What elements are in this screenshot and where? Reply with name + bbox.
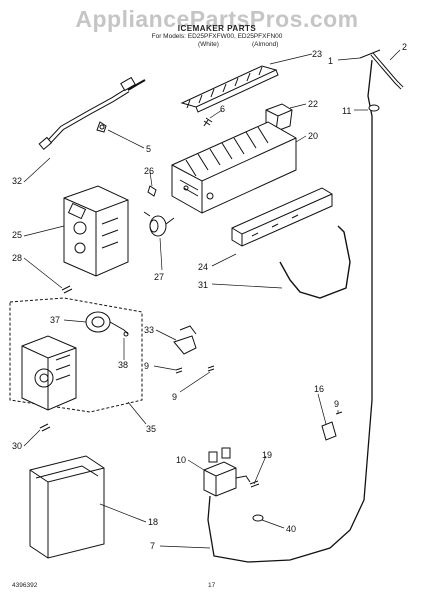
callout-22: 22 [308, 99, 318, 109]
part-number: 4396392 [12, 582, 38, 589]
shutoff-arm [279, 225, 351, 299]
callout-11: 11 [342, 106, 351, 116]
screw [249, 480, 264, 522]
callout-32: 32 [12, 176, 22, 186]
screw [39, 423, 51, 432]
callout-5: 5 [146, 144, 151, 154]
callout-38: 38 [118, 360, 128, 370]
control-module [21, 335, 77, 411]
callout-24: 24 [198, 262, 208, 272]
color-label-almond: (Almond) [252, 41, 279, 48]
color-label-white: (White) [198, 41, 219, 48]
callout-10: 10 [176, 455, 186, 465]
screw [61, 285, 73, 294]
page-number: 17 [208, 582, 216, 589]
ice-stripper-comb [180, 65, 279, 113]
wire-harness [38, 76, 146, 150]
callout-2: 2 [402, 42, 407, 52]
callout-19: 19 [262, 450, 272, 460]
icemaker-mold [171, 121, 297, 214]
callout-18: 18 [148, 517, 158, 527]
callout-9-c: 9 [334, 399, 339, 409]
callout-35: 35 [146, 424, 156, 434]
sensor-bracket [173, 325, 197, 355]
callout-9-a: 9 [144, 361, 149, 371]
callout-31: 31 [198, 280, 208, 290]
callout-37: 37 [50, 315, 60, 325]
callout-25: 25 [12, 230, 22, 240]
callout-40: 40 [286, 524, 296, 534]
callout-1: 1 [328, 56, 333, 66]
valve-bracket [321, 411, 343, 441]
timing-motor [85, 311, 129, 337]
module-assembly-box [9, 297, 143, 413]
drive-motor [143, 211, 175, 237]
callout-6: 6 [220, 104, 225, 114]
callout-numbers: 1 2 23 6 22 11 5 20 32 26 25 27 24 28 31… [12, 42, 407, 551]
callout-9-b: 9 [172, 392, 177, 402]
diagram-title: ICEMAKER PARTS [177, 24, 257, 33]
screw [175, 365, 215, 374]
water-valve [203, 447, 251, 497]
mounting-screw [147, 185, 157, 197]
callout-30: 30 [12, 441, 22, 451]
callout-7: 7 [150, 541, 155, 551]
callout-28: 28 [12, 253, 22, 263]
fill-tube [207, 49, 404, 563]
watermark: AppliancePartsPros.com [75, 6, 359, 32]
callout-16: 16 [314, 384, 324, 394]
callout-20: 20 [308, 131, 318, 141]
screw [203, 117, 213, 127]
icemaker-front-cover [63, 185, 129, 277]
callout-33: 33 [144, 325, 154, 335]
callout-26: 26 [144, 166, 154, 176]
front-cover-panel [29, 455, 105, 559]
diagram-subtitle: For Models: ED25PFXFW00, ED25PFXFN00 [151, 33, 283, 40]
callout-27: 27 [154, 272, 164, 282]
leader-lines [23, 49, 401, 549]
callout-23: 23 [312, 49, 322, 59]
ejector-housing [231, 187, 333, 247]
